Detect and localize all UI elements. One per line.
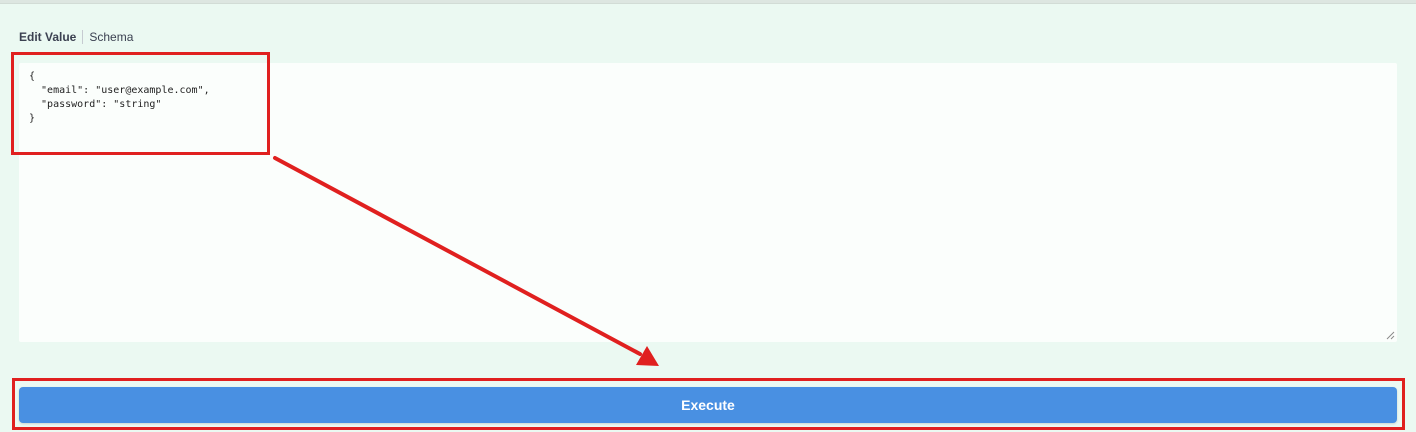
resize-handle-icon[interactable] bbox=[1386, 331, 1395, 340]
request-body-textarea[interactable]: { "email": "user@example.com", "password… bbox=[19, 63, 1397, 342]
request-body-editor: { "email": "user@example.com", "password… bbox=[19, 63, 1397, 342]
tab-divider bbox=[82, 30, 84, 44]
execute-button[interactable]: Execute bbox=[19, 387, 1397, 423]
body-tabs: Edit Value Schema bbox=[19, 29, 133, 45]
tab-schema[interactable]: Schema bbox=[89, 30, 134, 44]
panel-top-border bbox=[0, 0, 1416, 4]
tab-edit-value[interactable]: Edit Value bbox=[19, 30, 77, 44]
